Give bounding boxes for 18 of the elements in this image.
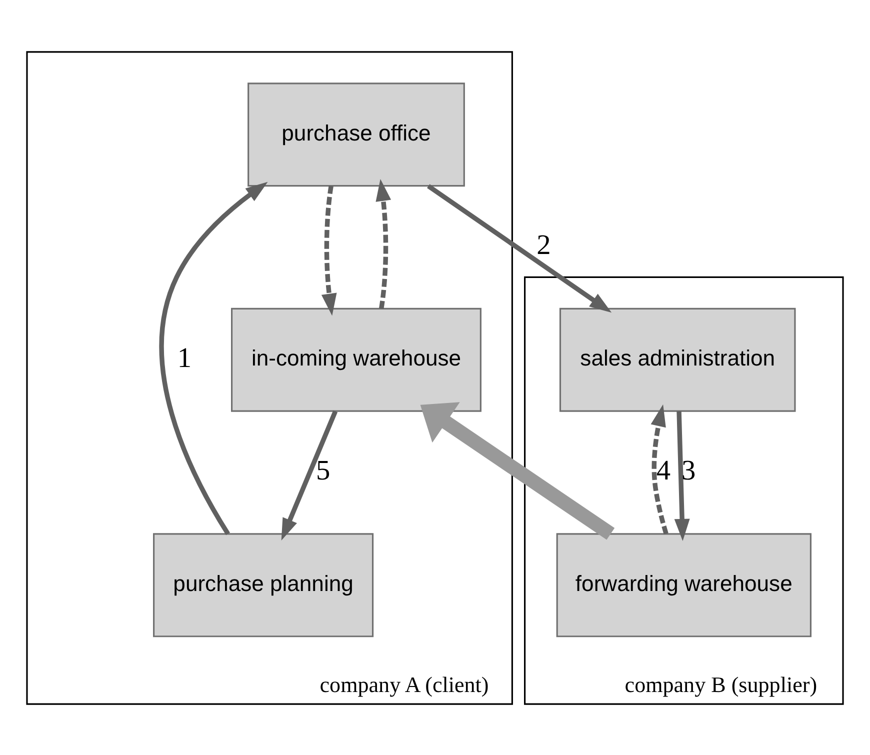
arrow xyxy=(650,404,668,534)
edge-label: 3 xyxy=(682,454,696,486)
node-box: forwarding warehouse xyxy=(556,532,812,637)
arrow xyxy=(281,410,338,540)
node-box: sales administration xyxy=(559,307,796,412)
arrow xyxy=(427,184,612,312)
edge-label: 5 xyxy=(316,454,330,486)
node-box: purchase office xyxy=(248,82,465,186)
node-box: purchase planning xyxy=(153,532,374,637)
arrow xyxy=(420,402,615,540)
arrow xyxy=(159,181,268,535)
edge-label: 4 xyxy=(656,454,671,486)
edge-label: 1 xyxy=(177,342,192,374)
arrow xyxy=(376,178,392,308)
arrow xyxy=(321,185,337,316)
arrow xyxy=(674,410,690,541)
node-box: in-coming warehouse xyxy=(231,307,482,412)
edge-label: 2 xyxy=(536,230,551,261)
